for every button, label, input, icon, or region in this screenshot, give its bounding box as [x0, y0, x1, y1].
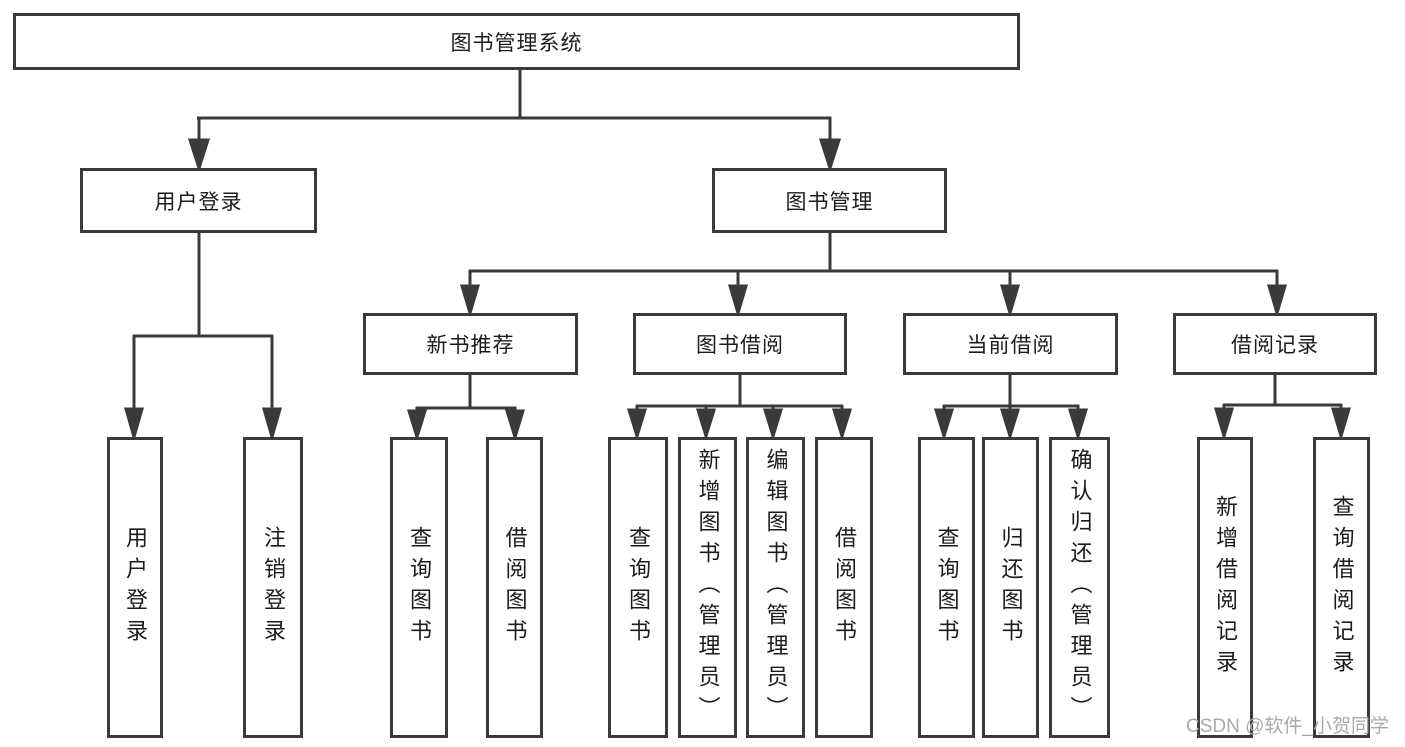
leaf-borrow-query-books: 查询图书 [608, 437, 668, 738]
node-book-management: 图书管理 [712, 168, 947, 233]
node-book-borrowing: 图书借阅 [633, 313, 847, 375]
leaf-recommend-query-books-label: 查询图书 [407, 525, 432, 650]
leaf-borrow-query-books-label: 查询图书 [626, 525, 651, 650]
leaf-borrow-add-books-admin: 新增图书（管理员） [678, 437, 737, 738]
node-user-login-group-label: 用户登录 [154, 190, 243, 214]
leaf-user-login: 用户登录 [107, 437, 163, 738]
leaf-current-query-books-label: 查询图书 [934, 525, 960, 650]
leaf-recommend-borrow-books: 借阅图书 [486, 437, 543, 738]
node-current-borrowing-label: 当前借阅 [966, 334, 1055, 357]
leaf-user-login-label: 用户登录 [123, 525, 148, 650]
node-new-book-recommend: 新书推荐 [363, 313, 578, 375]
node-borrowing-records: 借阅记录 [1173, 313, 1377, 375]
leaf-current-confirm-return-admin-label: 确认归还（管理员） [1067, 448, 1093, 727]
node-new-book-recommend-label: 新书推荐 [426, 334, 515, 357]
csdn-watermark: CSDN @软件_小贺同学 [1186, 716, 1389, 737]
leaf-logout: 注销登录 [243, 437, 303, 738]
leaf-current-confirm-return-admin: 确认归还（管理员） [1049, 437, 1110, 738]
leaf-records-add-record-label: 新增借阅记录 [1213, 494, 1238, 681]
leaf-borrow-borrow-books-label: 借阅图书 [832, 525, 857, 650]
leaf-borrow-add-books-admin-label: 新增图书（管理员） [695, 448, 721, 727]
node-library-system: 图书管理系统 [13, 13, 1020, 70]
leaf-records-add-record: 新增借阅记录 [1197, 437, 1253, 738]
node-book-management-label: 图书管理 [785, 190, 874, 214]
node-borrowing-records-label: 借阅记录 [1231, 334, 1319, 357]
leaf-current-return-books-label: 归还图书 [998, 525, 1024, 650]
leaf-recommend-query-books: 查询图书 [390, 437, 448, 738]
node-user-login-group: 用户登录 [80, 168, 317, 233]
leaf-records-query-record-label: 查询借阅记录 [1329, 494, 1355, 681]
node-current-borrowing: 当前借阅 [903, 313, 1118, 375]
node-book-borrowing-label: 图书借阅 [696, 334, 784, 357]
leaf-borrow-borrow-books: 借阅图书 [815, 437, 873, 738]
leaf-current-query-books: 查询图书 [918, 437, 975, 738]
leaf-recommend-borrow-books-label: 借阅图书 [502, 525, 528, 650]
leaf-borrow-edit-books-admin: 编辑图书（管理员） [746, 437, 805, 738]
leaf-current-return-books: 归还图书 [982, 437, 1039, 738]
leaf-records-query-record: 查询借阅记录 [1313, 437, 1370, 738]
node-library-system-label: 图书管理系统 [450, 31, 583, 55]
leaf-logout-label: 注销登录 [261, 525, 286, 650]
leaf-borrow-edit-books-admin-label: 编辑图书（管理员） [763, 448, 789, 727]
